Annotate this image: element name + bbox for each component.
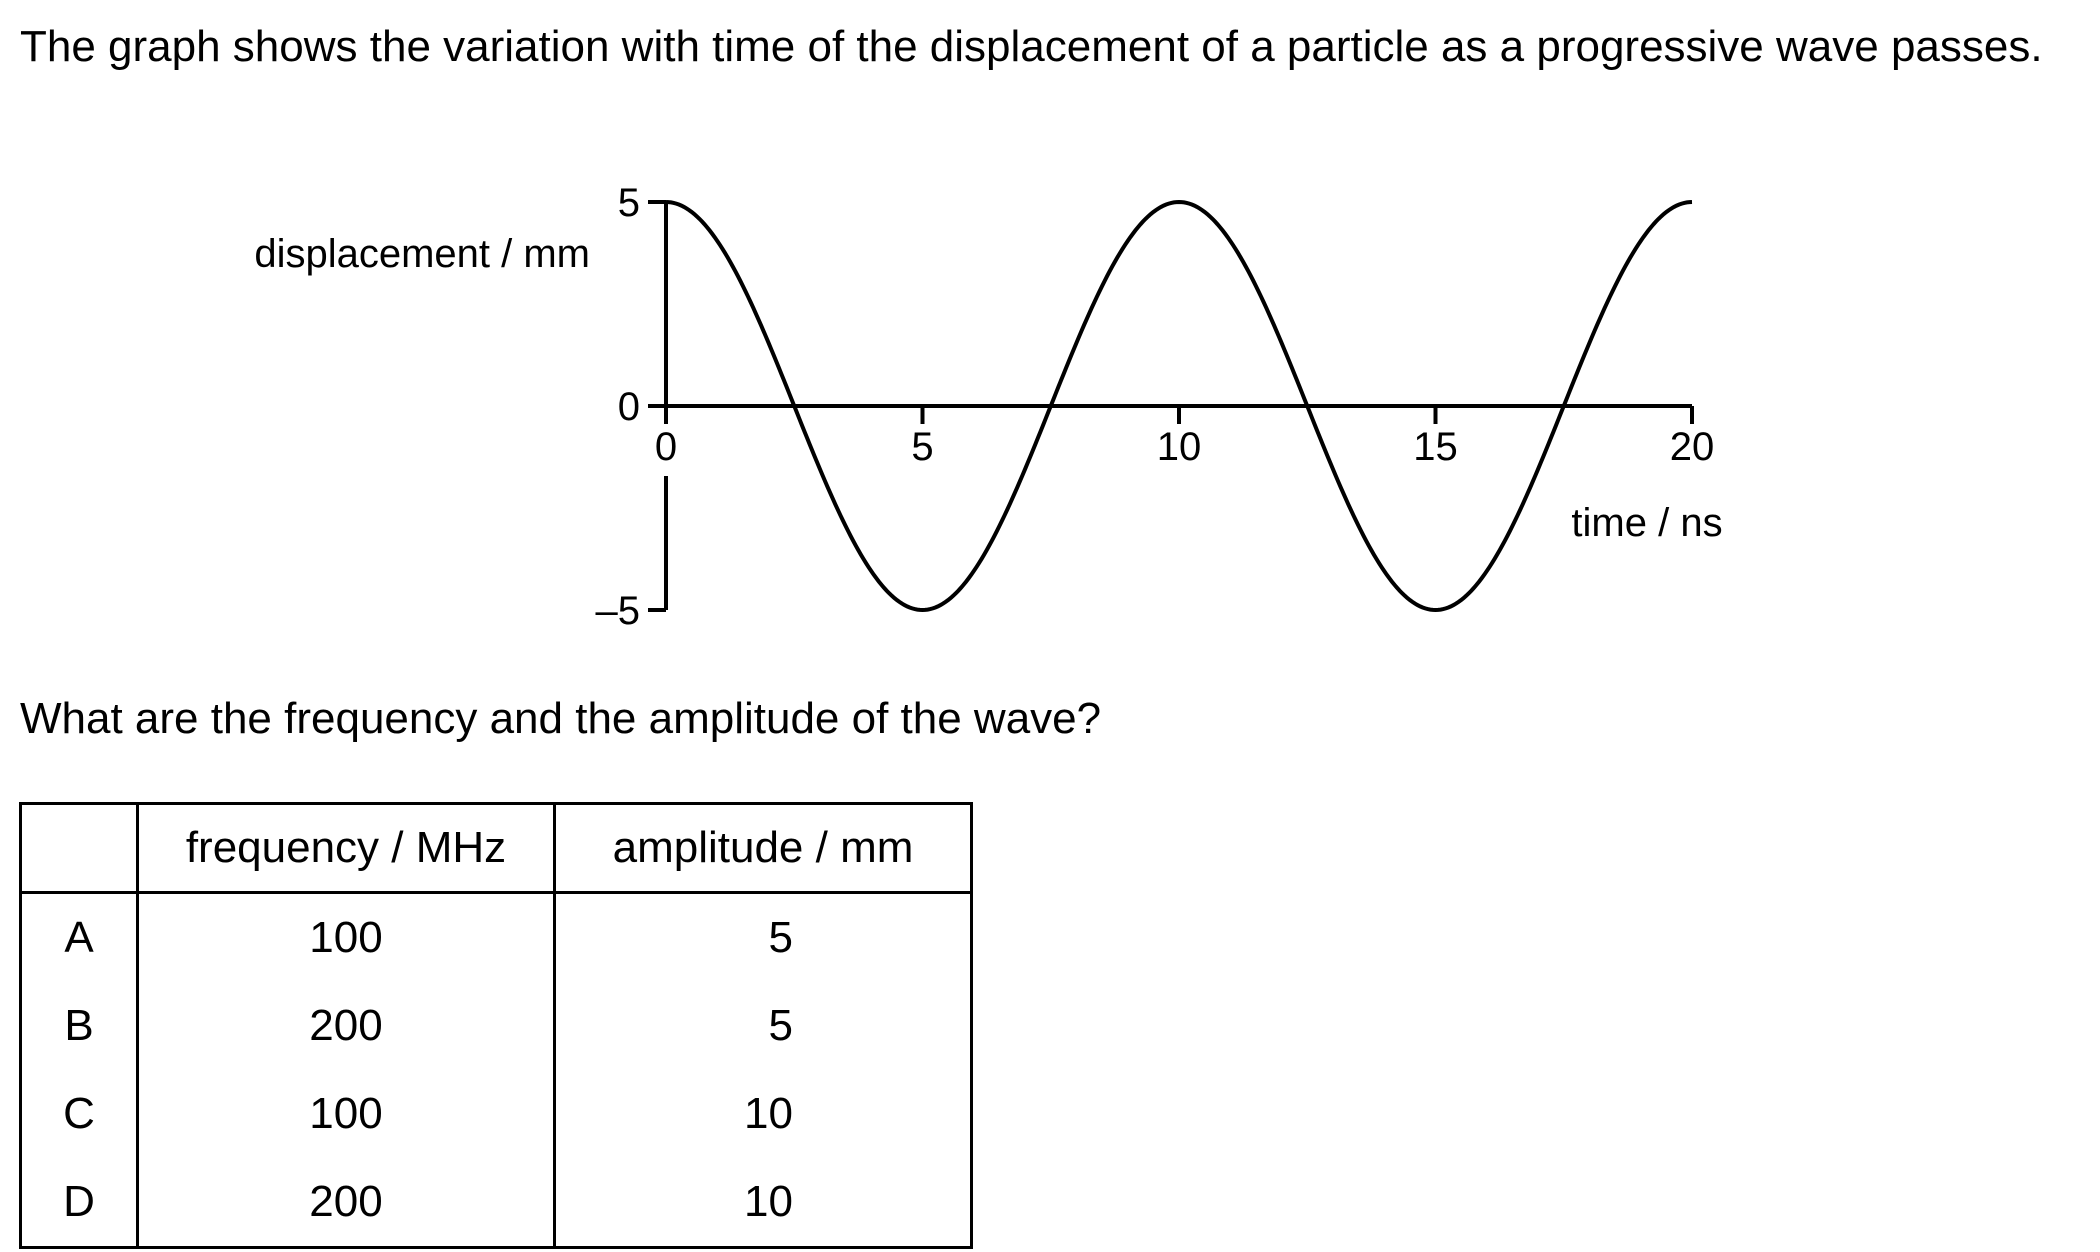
frequency-value: 100 <box>136 892 556 982</box>
frequency-value: 100 <box>136 1070 556 1158</box>
question-prompt: What are the frequency and the amplitude… <box>20 694 1102 743</box>
frequency-value: 200 <box>136 1158 556 1249</box>
header-amplitude: amplitude / mm <box>553 802 973 894</box>
option-letter: B <box>19 982 139 1070</box>
table-header-row: frequency / MHz amplitude / mm <box>19 802 973 894</box>
x-tick-label: 10 <box>1157 425 1202 469</box>
option-row-a[interactable]: A 100 5 <box>19 892 973 982</box>
frequency-value: 200 <box>136 982 556 1070</box>
x-tick-label: 20 <box>1670 425 1715 469</box>
amplitude-value: 5 <box>768 913 793 962</box>
option-row-b[interactable]: B 200 5 <box>19 982 973 1070</box>
option-letter: C <box>19 1070 139 1158</box>
y-tick-label: 0 <box>618 385 640 429</box>
option-letter: A <box>19 892 139 982</box>
wave-curve <box>665 199 1693 613</box>
x-tick-label: 0 <box>655 425 677 469</box>
chart-ticks: 5 0 –5 0 5 10 15 20 <box>596 181 1715 633</box>
header-option <box>19 802 139 894</box>
amplitude-value: 5 <box>768 1001 793 1050</box>
option-row-c[interactable]: C 100 10 <box>19 1070 973 1158</box>
question-intro: The graph shows the variation with time … <box>20 22 2043 71</box>
x-tick-label: 5 <box>911 425 933 469</box>
x-axis-label: time / ns <box>1571 501 1722 545</box>
y-axis-label: displacement / mm <box>254 232 590 276</box>
amplitude-value: 10 <box>744 1089 793 1138</box>
y-tick-label: 5 <box>618 181 640 225</box>
x-tick-label: 15 <box>1413 425 1458 469</box>
displacement-time-graph: displacement / mm time / ns 5 0 –5 0 5 10 15 20 <box>254 181 1722 633</box>
option-row-d[interactable]: D 200 10 <box>19 1158 973 1249</box>
answer-table: frequency / MHz amplitude / mm A 100 5 B… <box>19 802 973 1249</box>
header-frequency: frequency / MHz <box>136 802 556 894</box>
option-letter: D <box>19 1158 139 1249</box>
amplitude-value: 10 <box>744 1177 793 1226</box>
y-tick-label: –5 <box>596 589 641 633</box>
